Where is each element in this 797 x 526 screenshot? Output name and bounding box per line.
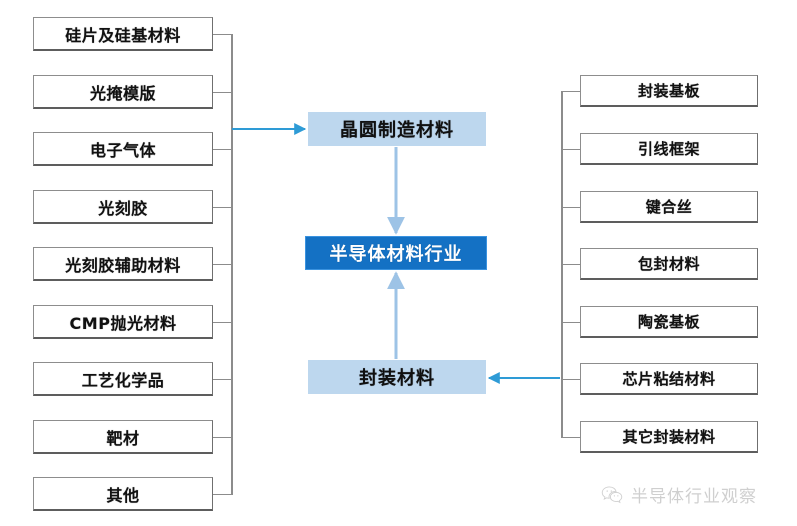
right-item-label: 陶瓷基板 <box>637 313 700 331</box>
left-item-label: 工艺化学品 <box>81 370 165 390</box>
right-connector-stub-7 <box>562 437 581 438</box>
left-item-box-3[interactable]: 电子气体 <box>33 132 213 166</box>
left-connector-stub-1 <box>213 34 232 35</box>
left-item-label: 光掩模版 <box>89 83 156 103</box>
right-item-box-1[interactable]: 封装基板 <box>580 75 758 107</box>
left-item-box-1[interactable]: 硅片及硅基材料 <box>33 17 213 51</box>
watermark-text: 半导体行业观察 <box>631 487 757 507</box>
right-item-label: 封装基板 <box>637 82 700 100</box>
right-item-box-4[interactable]: 包封材料 <box>580 248 758 280</box>
right-item-box-6[interactable]: 芯片粘结材料 <box>580 363 758 395</box>
left-item-label: 电子气体 <box>89 140 156 160</box>
left-item-box-2[interactable]: 光掩模版 <box>33 75 213 109</box>
wechat-icon <box>601 485 623 503</box>
left-connector-stub-6 <box>213 322 232 323</box>
left-item-label: 靶材 <box>106 428 140 448</box>
right-connector-stub-2 <box>562 149 581 150</box>
watermark: 半导体行业观察 <box>600 482 757 507</box>
right-item-label: 其它封装材料 <box>622 428 716 446</box>
left-item-box-6[interactable]: CMP抛光材料 <box>33 305 213 339</box>
center-node-packaging-materials[interactable]: 封装材料 <box>308 360 486 394</box>
center-node-wafer-materials[interactable]: 晶圆制造材料 <box>308 112 486 146</box>
center-node-label: 晶圆制造材料 <box>340 120 454 141</box>
left-item-label: 硅片及硅基材料 <box>65 25 181 45</box>
left-connector-stub-2 <box>213 92 232 93</box>
left-item-box-9[interactable]: 其他 <box>33 477 213 511</box>
right-connector-stub-3 <box>562 207 581 208</box>
right-item-label: 芯片粘结材料 <box>622 370 716 388</box>
left-item-box-7[interactable]: 工艺化学品 <box>33 362 213 396</box>
left-connector-stub-5 <box>213 264 232 265</box>
right-connector-stub-6 <box>562 379 581 380</box>
left-item-label: CMP抛光材料 <box>69 313 177 333</box>
right-item-label: 键合丝 <box>645 198 693 216</box>
left-connector-stub-3 <box>213 149 232 150</box>
right-connector-stub-1 <box>562 91 581 92</box>
right-item-label: 包封材料 <box>637 255 700 273</box>
left-item-box-5[interactable]: 光刻胶辅助材料 <box>33 247 213 281</box>
center-node-label: 封装材料 <box>359 368 435 389</box>
right-item-label: 引线框架 <box>637 140 700 158</box>
center-node-label: 半导体材料行业 <box>329 244 463 265</box>
left-connector-stub-4 <box>213 207 232 208</box>
left-connector-stub-7 <box>213 379 232 380</box>
right-bracket-spine <box>561 91 563 438</box>
left-item-label: 光刻胶辅助材料 <box>65 255 181 275</box>
left-connector-stub-8 <box>213 437 232 438</box>
right-connector-stub-4 <box>562 264 581 265</box>
left-item-box-4[interactable]: 光刻胶 <box>33 190 213 224</box>
right-connector-stub-5 <box>562 322 581 323</box>
center-node-industry[interactable]: 半导体材料行业 <box>305 236 487 270</box>
left-item-box-8[interactable]: 靶材 <box>33 420 213 454</box>
right-item-box-2[interactable]: 引线框架 <box>580 133 758 165</box>
left-bracket-spine <box>231 34 233 495</box>
right-item-box-7[interactable]: 其它封装材料 <box>580 421 758 453</box>
right-item-box-5[interactable]: 陶瓷基板 <box>580 306 758 338</box>
left-item-label: 其他 <box>106 485 140 505</box>
left-item-label: 光刻胶 <box>98 198 148 218</box>
left-connector-stub-9 <box>213 494 232 495</box>
right-item-box-3[interactable]: 键合丝 <box>580 191 758 223</box>
